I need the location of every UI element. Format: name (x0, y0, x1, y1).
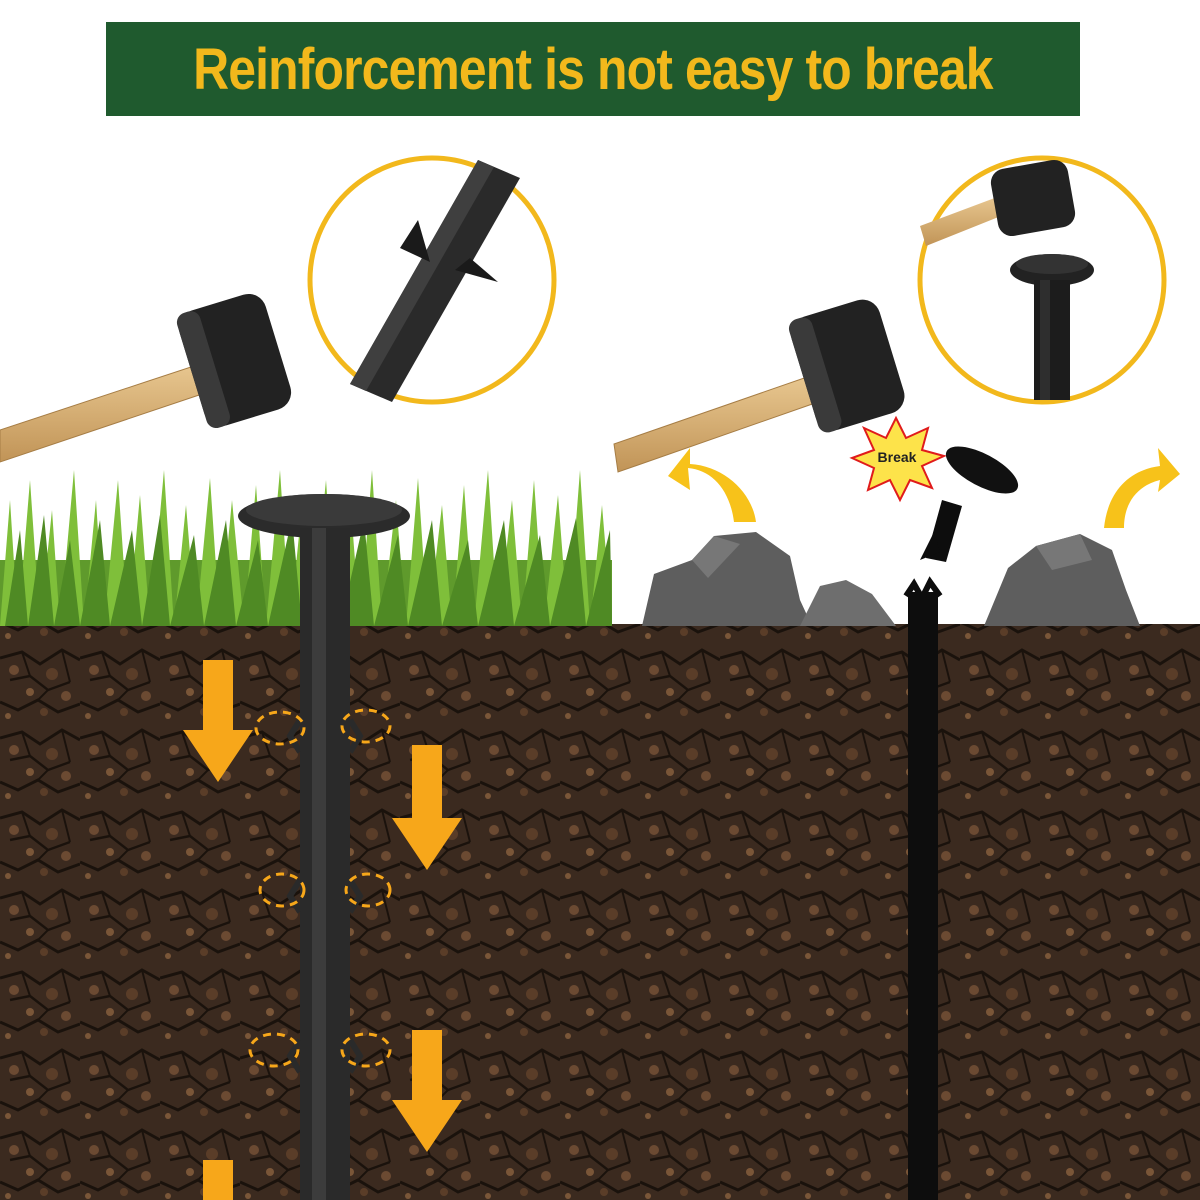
banner-title: Reinforcement is not easy to break (193, 36, 993, 102)
hammer-icon (613, 299, 905, 473)
zoom-circle-intact (307, 155, 557, 405)
hammer-icon (0, 293, 292, 463)
break-label: Break (878, 449, 917, 465)
arrow-down-icon (183, 660, 462, 1200)
garden-stake-intact (238, 494, 410, 1200)
rock-pile (642, 532, 1140, 626)
curved-arrow-icon (668, 448, 1180, 528)
starburst-icon: Break (849, 415, 947, 503)
zoom-circle-broken (917, 155, 1167, 405)
soil-ground (0, 624, 1200, 1200)
garden-stake-broken (903, 446, 1019, 1200)
title-banner: Reinforcement is not easy to break (106, 22, 1080, 116)
grip-highlight (248, 708, 392, 1068)
